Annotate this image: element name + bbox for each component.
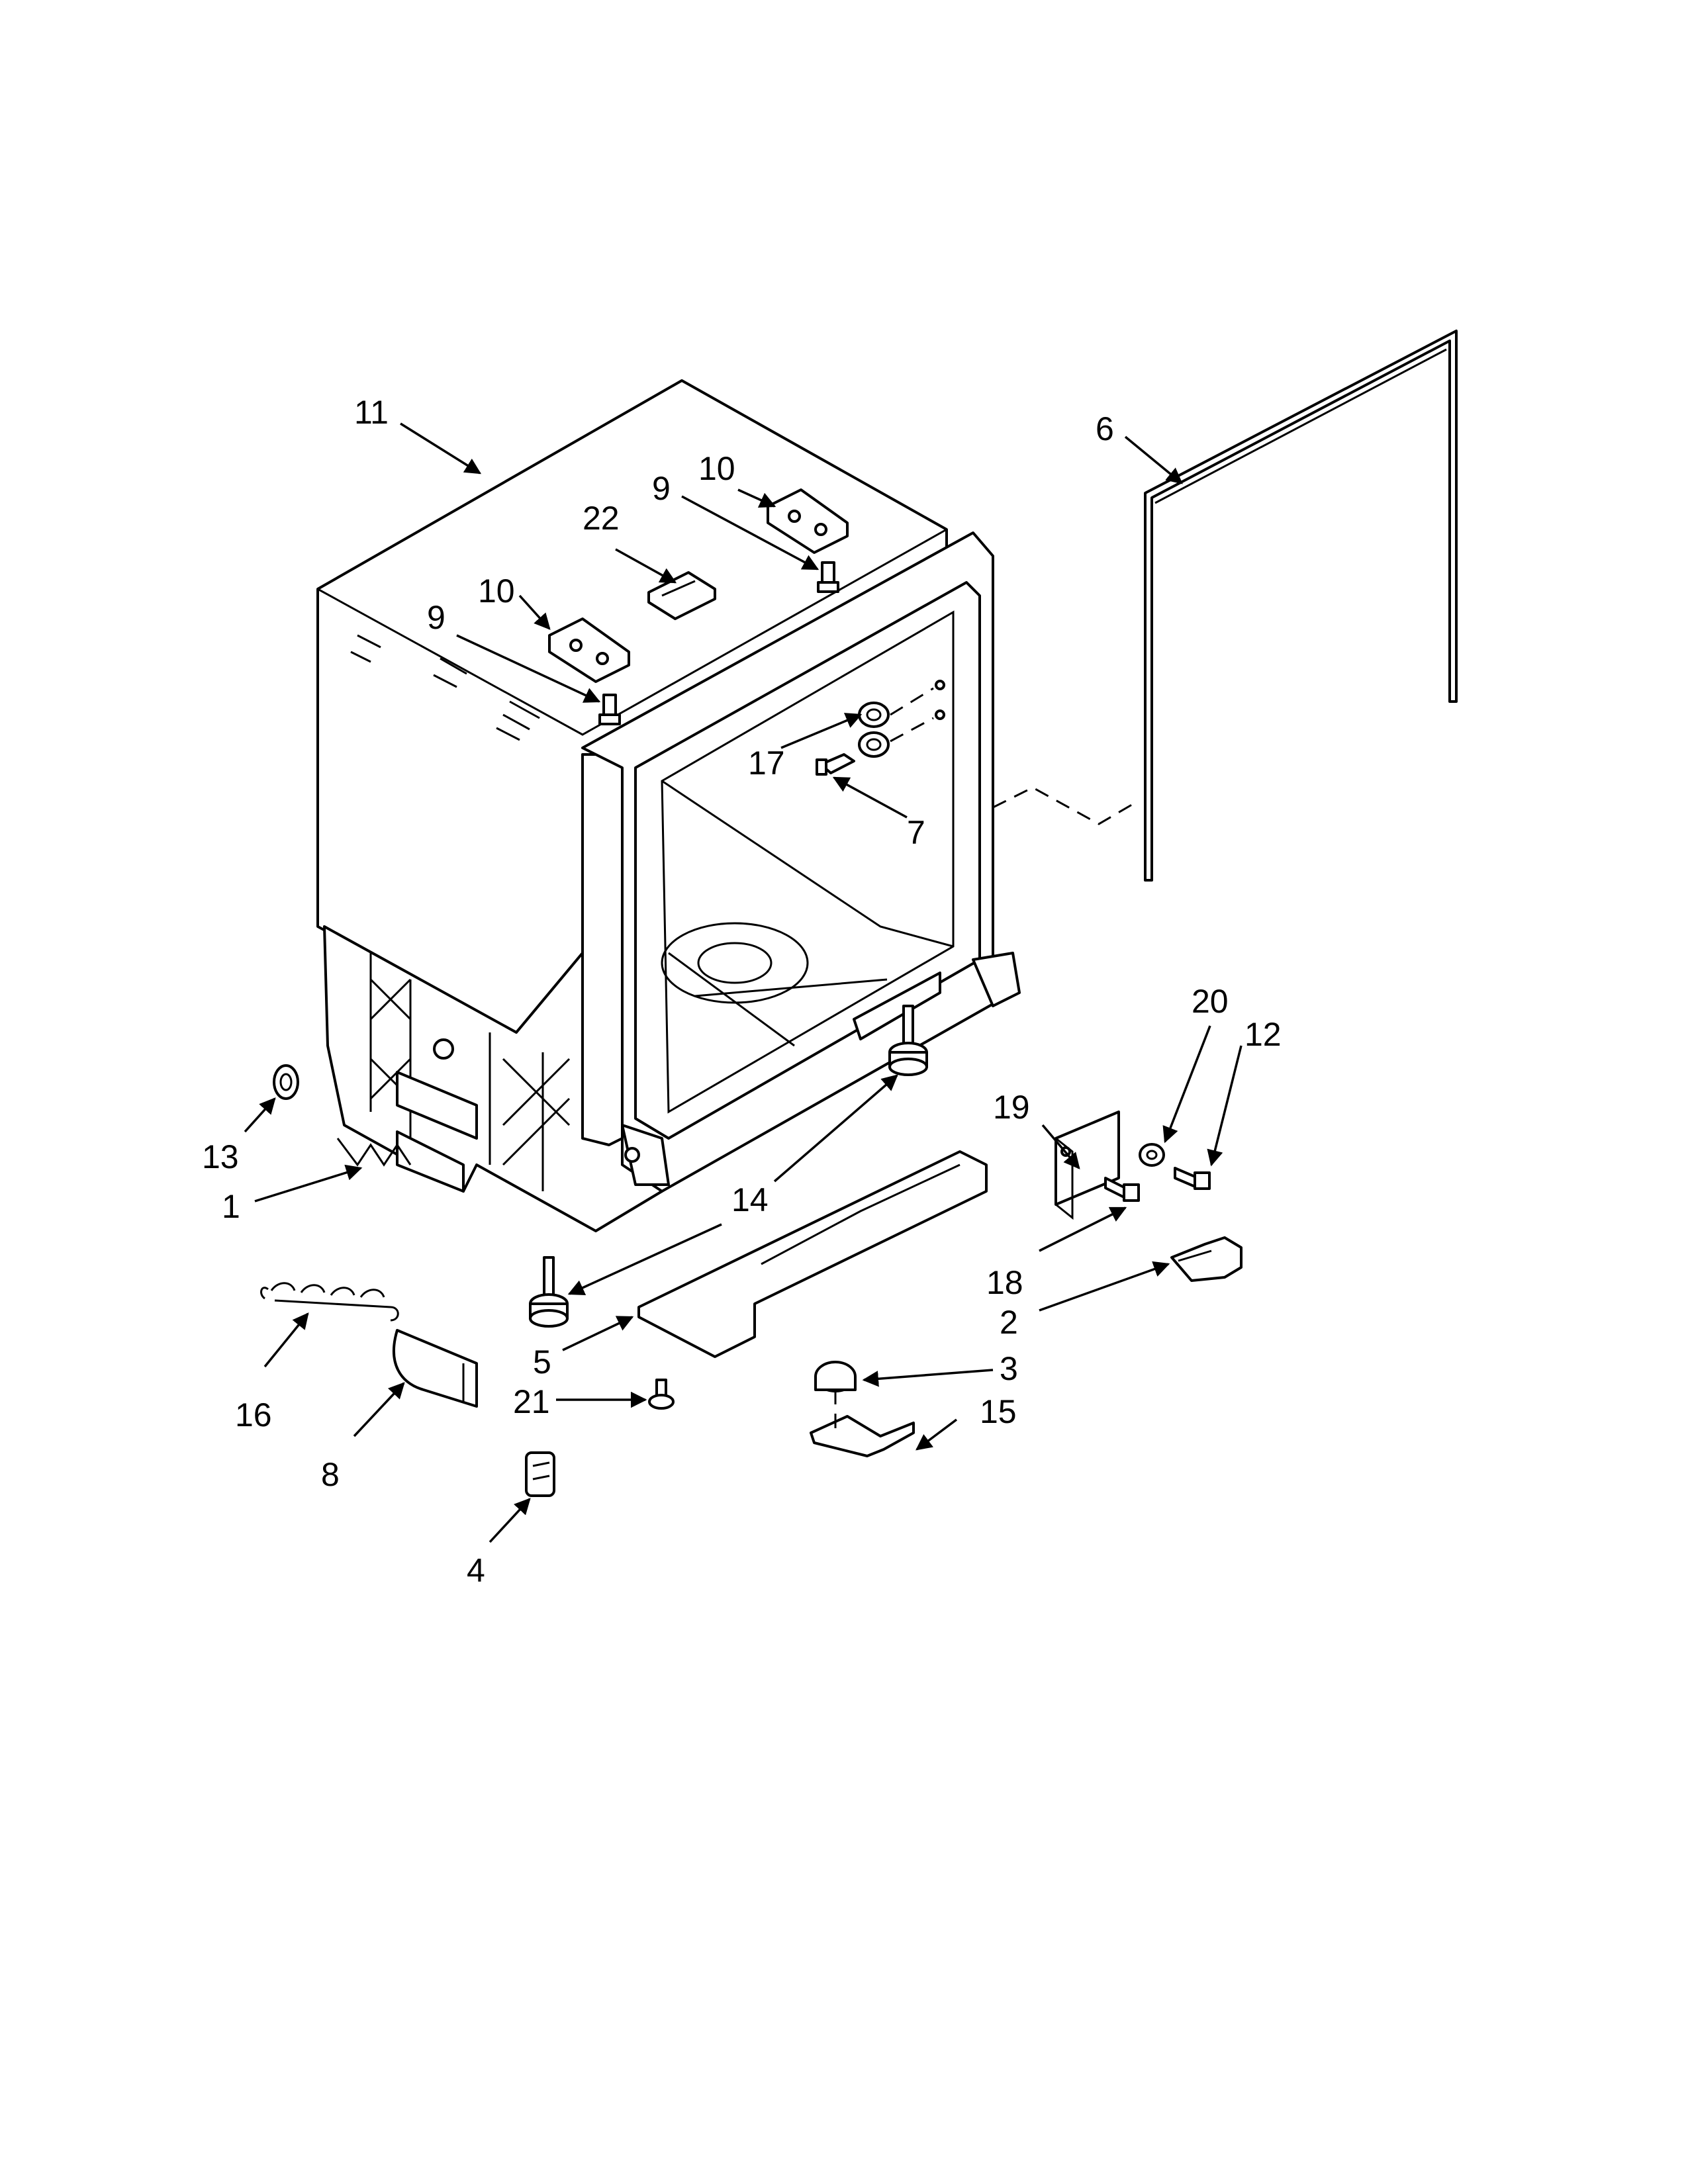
callout-2: 2 (1000, 1304, 1018, 1341)
latch (1170, 1236, 1243, 1282)
tub-assembly (316, 379, 1021, 1232)
callout-20: 20 (1192, 983, 1229, 1020)
callout-7: 7 (907, 814, 925, 851)
callout-5: 5 (533, 1343, 551, 1381)
hinge-screw-left (598, 694, 621, 725)
callout-22: 22 (583, 500, 620, 537)
hinge-screw-right (817, 561, 839, 593)
bracket-screw-upper (1174, 1167, 1211, 1190)
door-clip (525, 1451, 555, 1497)
callout-3: 3 (1000, 1350, 1018, 1387)
leader-lines (244, 422, 1243, 1543)
leveling-leg-left (529, 1256, 569, 1328)
hinge-bracket-left (548, 617, 630, 683)
grommet-upper (858, 702, 890, 728)
callout-14: 14 (731, 1181, 769, 1218)
callout-8: 8 (321, 1456, 340, 1493)
junction-bracket (1055, 1111, 1120, 1220)
grommet-lower (858, 731, 890, 758)
access-screw (816, 753, 855, 776)
callout-13: 13 (202, 1138, 239, 1175)
callout-6: 6 (1096, 410, 1114, 447)
bumper (273, 1064, 299, 1100)
top-clip (647, 571, 716, 620)
callout-4: 4 (467, 1552, 485, 1589)
callout-12: 12 (1244, 1016, 1282, 1053)
callout-labels: 11 6 10 9 22 10 9 17 7 20 12 19 18 2 3 1… (202, 394, 1282, 1589)
callout-10-left: 10 (478, 572, 515, 610)
bracket-screw-lower (1104, 1177, 1140, 1202)
plate-screw (648, 1379, 675, 1410)
callout-17: 17 (748, 745, 785, 782)
door-spring (260, 1282, 399, 1322)
leveling-leg-right (888, 1005, 928, 1076)
float-switch (810, 1390, 915, 1457)
callout-1: 1 (222, 1188, 240, 1225)
callout-11: 11 (354, 394, 389, 431)
callout-10-right: 10 (698, 450, 735, 487)
callout-18: 18 (986, 1264, 1023, 1301)
callout-9-right: 9 (652, 470, 671, 507)
washer (1139, 1143, 1165, 1167)
bottom-plate (637, 1150, 988, 1358)
callout-15: 15 (980, 1393, 1017, 1430)
callout-21: 21 (513, 1383, 550, 1420)
callout-9-left: 9 (427, 599, 445, 636)
door-pad (393, 1329, 478, 1408)
door-gasket (992, 330, 1458, 882)
float (814, 1361, 857, 1392)
callout-16: 16 (235, 1396, 272, 1433)
hinge-bracket-right (767, 488, 849, 554)
callout-19: 19 (993, 1089, 1030, 1126)
